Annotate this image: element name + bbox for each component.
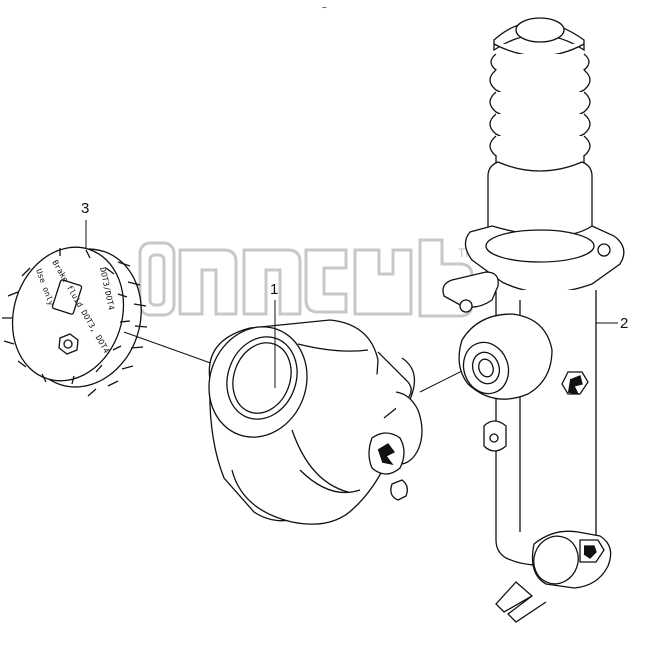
callout-3: 3 <box>81 200 89 217</box>
master-cylinder <box>442 17 625 623</box>
callout-2: 2 <box>620 315 628 332</box>
callout-1: 1 <box>270 281 278 298</box>
fluid-reservoir <box>208 319 423 525</box>
watermark-logo <box>138 238 474 318</box>
reservoir-cap <box>2 246 148 397</box>
top-mark: ~ <box>322 3 327 12</box>
